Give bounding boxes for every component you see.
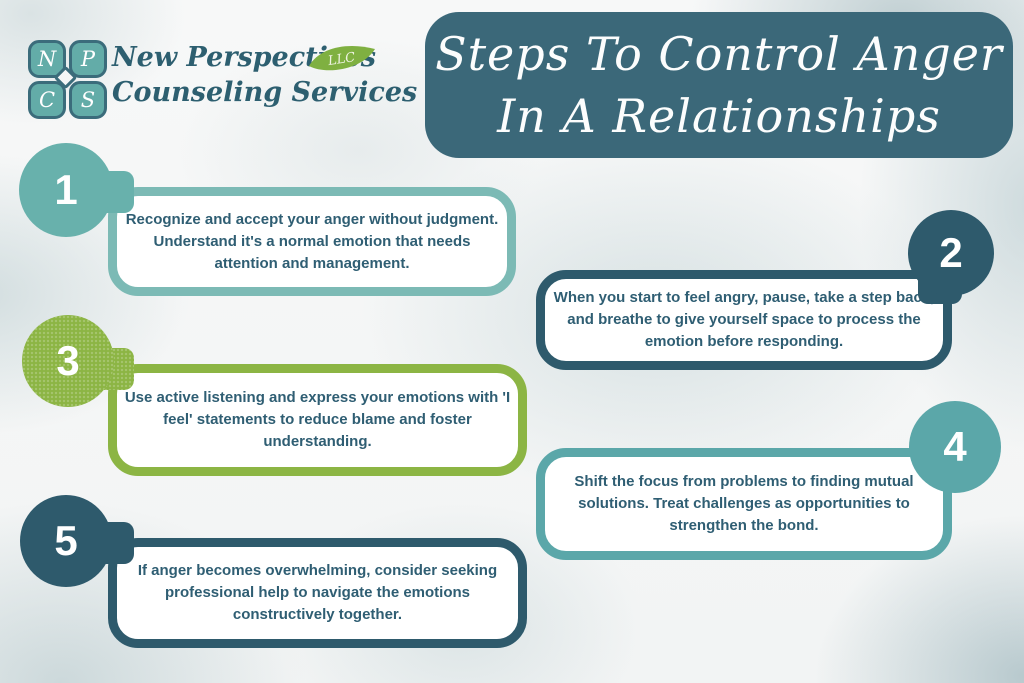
step-1-text: Recognize and accept your anger without … (125, 210, 499, 272)
step-1-number: 1 (54, 166, 78, 213)
step-3-number: 3 (56, 337, 80, 384)
title-line1: Steps To Control Anger (435, 27, 1003, 81)
step-2-circle: 2 (908, 210, 994, 296)
logo-npcs-grid: N P C S (28, 40, 108, 120)
step-1-card: Recognize and accept your anger without … (108, 187, 516, 296)
step-4-number: 4 (943, 423, 967, 470)
step-4-card: Shift the focus from problems to finding… (536, 448, 952, 560)
step-2-card: When you start to feel angry, pause, tak… (536, 270, 952, 370)
step-5-circle: 5 (20, 495, 112, 587)
step-4-circle: 4 (909, 401, 1001, 493)
step-3-circle: 3 (22, 315, 114, 407)
step-5-text: If anger becomes overwhelming, consider … (137, 562, 498, 623)
step-2-number: 2 (939, 229, 963, 276)
logo-name-line2: Counseling Services (112, 77, 418, 108)
title-line2: In A Relationships (497, 89, 941, 143)
step-1-circle: 1 (19, 143, 113, 237)
step-2-text: When you start to feel angry, pause, tak… (553, 289, 935, 350)
step-3-text: Use active listening and express your em… (124, 389, 511, 450)
logo-letter-c: C (28, 81, 66, 119)
llc-leaf-icon: LLC (309, 45, 375, 71)
step-5-card: If anger becomes overwhelming, consider … (108, 538, 527, 648)
logo-company-name: New Perspectives Counseling Services (112, 40, 432, 110)
llc-label: LLC (326, 50, 356, 69)
step-4-text: Shift the focus from problems to finding… (574, 473, 914, 534)
step-3-card: Use active listening and express your em… (108, 364, 527, 476)
logo-letter-s: S (69, 81, 107, 119)
title-banner: Steps To Control Anger In A Relationship… (425, 12, 1013, 158)
logo-letter-n: N (28, 40, 66, 78)
logo-letter-p: P (69, 40, 107, 78)
logo-name-line1: New Perspectives (112, 42, 376, 73)
step-5-number: 5 (54, 517, 78, 564)
